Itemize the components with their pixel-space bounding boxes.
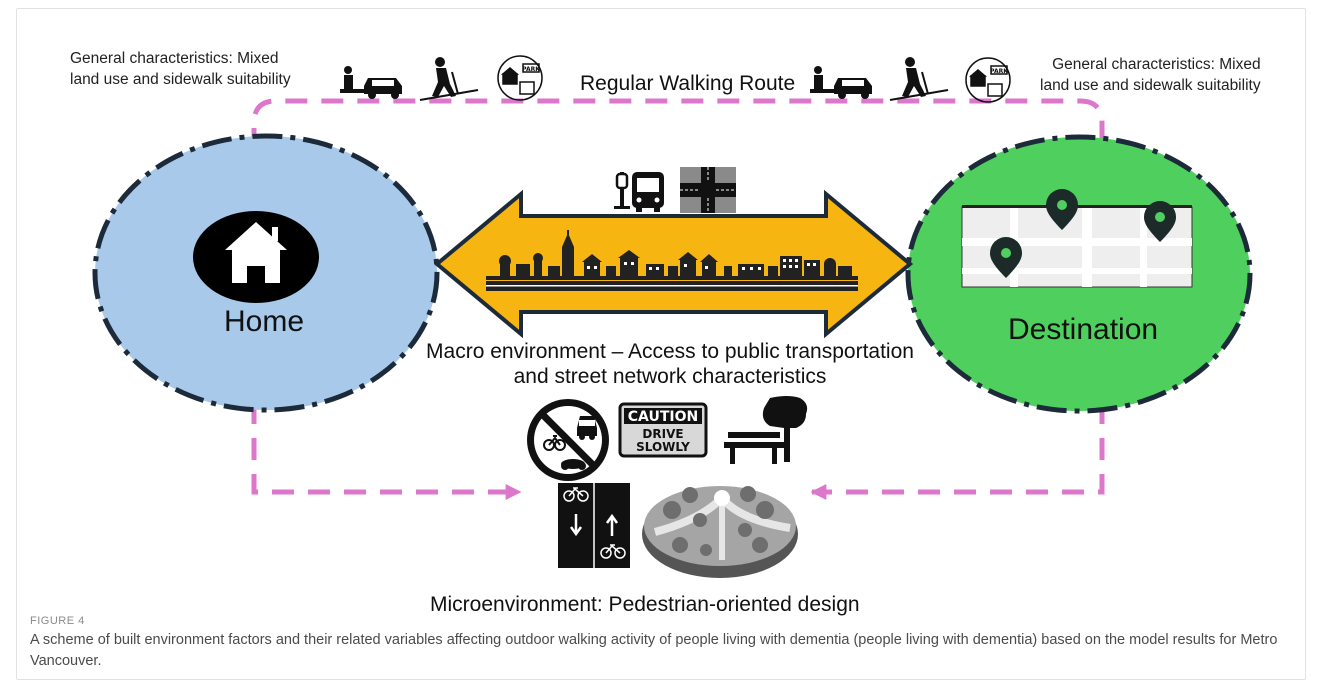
macro-double-arrow bbox=[433, 189, 914, 339]
bus-stop-icon bbox=[614, 172, 664, 212]
route-title: Regular Walking Route bbox=[580, 72, 796, 95]
general-left-line-1: General characteristics: Mixed bbox=[70, 50, 279, 67]
home-node bbox=[92, 133, 440, 413]
destination-node bbox=[905, 134, 1253, 414]
svg-text:CAUTION: CAUTION bbox=[628, 409, 698, 425]
mixed-land-use-icon: PARK bbox=[965, 57, 1011, 103]
svg-text:PARK: PARK bbox=[990, 68, 1008, 75]
macro-line-1: Macro environment – Access to public tra… bbox=[426, 340, 914, 363]
mixed-land-use-icon: PARK bbox=[497, 55, 543, 101]
general-left-line-2: land use and sidewalk suitability bbox=[70, 71, 291, 88]
destination-label: Destination bbox=[1008, 313, 1159, 346]
pedestrian-car-icon bbox=[340, 66, 402, 99]
macro-environment-label: Macro environment – Access to public tra… bbox=[400, 339, 940, 389]
bike-lanes-icon bbox=[558, 483, 630, 568]
svg-text:PARK: PARK bbox=[522, 66, 540, 73]
no-vehicles-sign-icon bbox=[527, 399, 609, 481]
macro-line-2: and street network characteristics bbox=[513, 365, 827, 388]
figure-caption: A scheme of built environment factors an… bbox=[30, 632, 1278, 669]
figure-panel bbox=[16, 8, 1306, 680]
general-right-line-1: General characteristics: Mixed bbox=[1052, 56, 1261, 73]
bench-tree-icon bbox=[724, 396, 808, 464]
caution-sign-icon: CAUTION DRIVE SLOWLY bbox=[618, 402, 708, 458]
figure-label: FIGURE 4 bbox=[30, 615, 85, 627]
microenvironment-label: Microenvironment: Pedestrian-oriented de… bbox=[430, 593, 860, 616]
general-characteristics-left: General characteristics: Mixed land use … bbox=[70, 48, 291, 90]
home-icon bbox=[193, 211, 319, 303]
route-path bbox=[251, 98, 1105, 501]
hiker-slope-icon bbox=[889, 57, 949, 101]
svg-text:DRIVE: DRIVE bbox=[642, 427, 683, 441]
general-right-line-2: land use and sidewalk suitability bbox=[1040, 77, 1261, 94]
pedestrian-car-icon bbox=[810, 66, 872, 99]
street-skyline-icon bbox=[486, 230, 858, 291]
map-pins-icon bbox=[961, 189, 1193, 288]
general-characteristics-right: General characteristics: Mixed land use … bbox=[1040, 54, 1261, 96]
hiker-slope-icon bbox=[419, 57, 479, 101]
svg-text:SLOWLY: SLOWLY bbox=[636, 440, 690, 454]
intersection-icon bbox=[680, 167, 736, 213]
park-icon bbox=[642, 486, 798, 578]
home-label: Home bbox=[224, 305, 305, 338]
